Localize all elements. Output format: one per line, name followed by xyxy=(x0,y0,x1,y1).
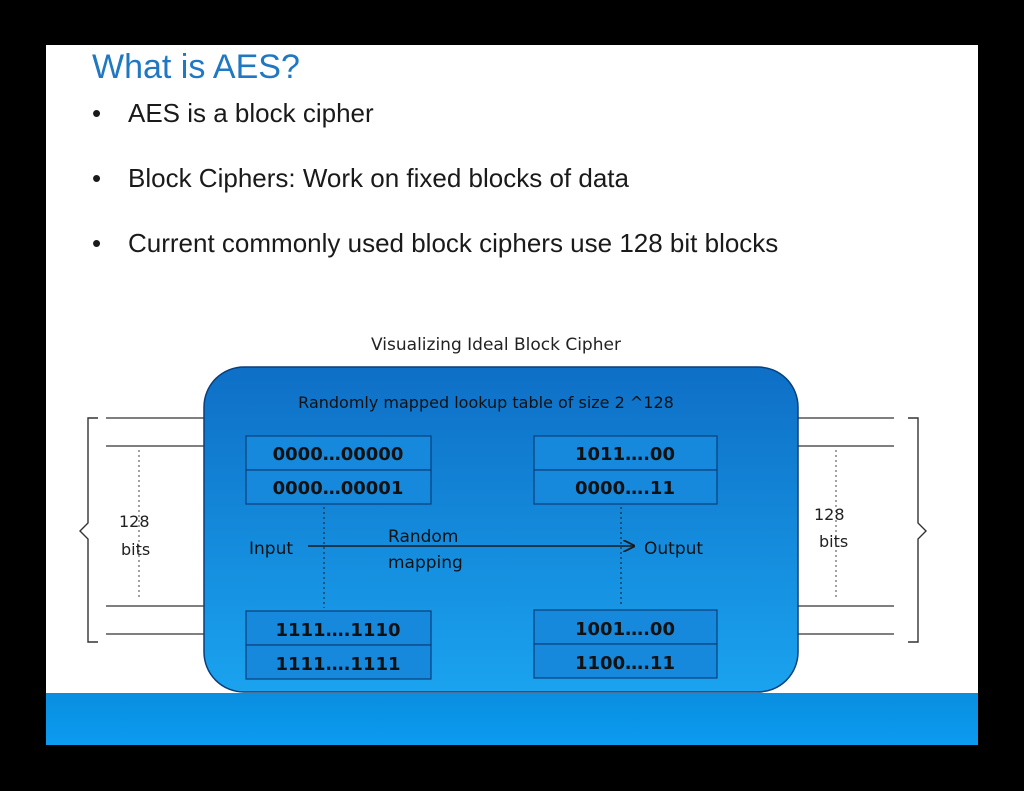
output-cell xyxy=(533,643,718,679)
right-brace xyxy=(908,417,927,643)
bullet-3: • Current commonly used block ciphers use… xyxy=(92,227,778,259)
output-cell-text: 1100….11 xyxy=(575,653,675,674)
input-cell-text: 1111….1111 xyxy=(275,654,400,675)
mapping-label-line2: mapping xyxy=(388,553,463,573)
block-cipher-diagram: Visualizing Ideal Block Cipher 128 bits … xyxy=(79,335,927,693)
output-cell-text: 0000….11 xyxy=(575,478,675,499)
slide-title: What is AES? xyxy=(92,48,300,86)
input-label: Input xyxy=(249,539,293,559)
slide: What is AES? • AES is a block cipher • Blo… xyxy=(46,45,978,745)
input-cell xyxy=(245,435,432,471)
input-cell xyxy=(245,469,432,505)
output-cell xyxy=(533,609,718,645)
bullet-2: • Block Ciphers: Work on fixed blocks of … xyxy=(92,162,629,194)
input-cell-text: 1111….1110 xyxy=(275,620,400,641)
input-cell-text: 0000…00000 xyxy=(273,444,404,465)
left-brace xyxy=(79,417,98,643)
lookup-table-title: Randomly mapped lookup table of size 2 ^… xyxy=(298,393,674,412)
left-bits-unit: bits xyxy=(121,540,150,559)
right-bit-lines xyxy=(796,417,894,635)
footer-bar xyxy=(46,693,978,745)
bullet-1: • AES is a block cipher xyxy=(92,97,374,129)
left-bit-lines xyxy=(106,417,206,635)
bullet-symbol: • xyxy=(92,98,102,128)
output-cell-text: 1001….00 xyxy=(575,619,675,640)
diagram-caption: Visualizing Ideal Block Cipher xyxy=(371,335,621,355)
bullet-symbol: • xyxy=(92,163,102,193)
bullet-symbol: • xyxy=(92,228,102,258)
right-bits-count: 128 xyxy=(814,505,845,524)
input-cell xyxy=(245,610,432,646)
bullet-3-text: Current commonly used block ciphers use … xyxy=(128,228,779,258)
bullet-2-text: Block Ciphers: Work on fixed blocks of d… xyxy=(128,163,629,193)
input-cell xyxy=(245,644,432,680)
input-cell-text: 0000…00001 xyxy=(273,478,404,499)
left-bits-count: 128 xyxy=(119,512,150,531)
right-bits-unit: bits xyxy=(819,532,848,551)
output-cell-text: 1011….00 xyxy=(575,444,675,465)
output-cell xyxy=(533,469,718,505)
mapping-label-line1: Random xyxy=(388,527,458,547)
bullet-1-text: AES is a block cipher xyxy=(128,98,374,128)
output-label: Output xyxy=(644,539,703,559)
